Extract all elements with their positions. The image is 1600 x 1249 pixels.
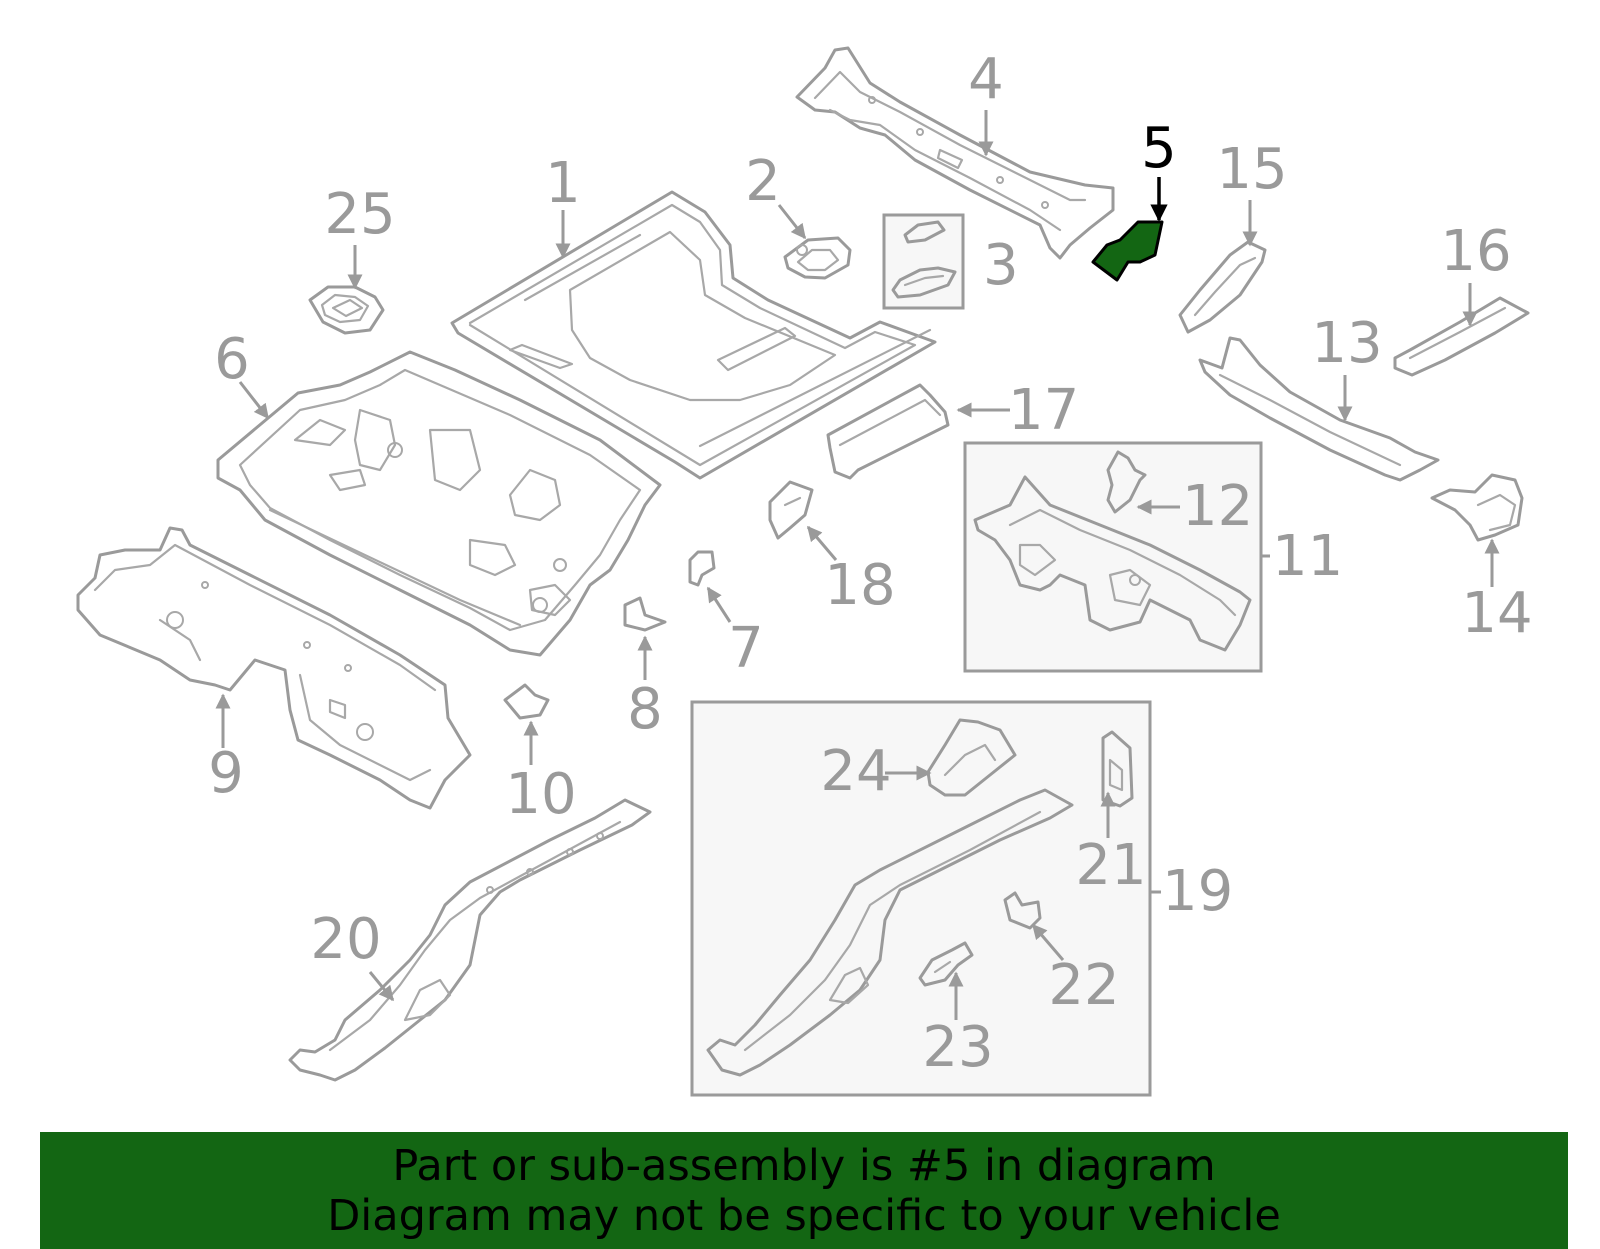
label-22: 22 <box>1048 953 1119 1018</box>
part-5-shape[interactable] <box>1091 220 1164 282</box>
label-6: 6 <box>214 327 250 392</box>
part-11-cross-member-assembly[interactable] <box>973 475 1252 652</box>
part-16-panel[interactable] <box>1393 296 1530 377</box>
callout-labels: 1 2 3 4 5 6 7 8 9 10 11 12 13 14 15 16 1… <box>208 47 1532 1080</box>
label-23: 23 <box>922 1015 993 1080</box>
part-14-bracket[interactable] <box>1430 473 1524 542</box>
label-17: 17 <box>1008 378 1079 443</box>
label-25: 25 <box>324 182 395 247</box>
label-13: 13 <box>1311 311 1382 376</box>
part-23-bracket[interactable] <box>918 941 974 987</box>
arrow-6 <box>238 381 270 420</box>
label-15: 15 <box>1216 137 1287 202</box>
arrow-18 <box>806 525 838 561</box>
label-3: 3 <box>983 233 1019 298</box>
assembly-box-11 <box>963 441 1263 673</box>
label-11: 11 <box>1272 524 1343 589</box>
label-8: 8 <box>627 677 663 742</box>
label-7: 7 <box>728 616 764 681</box>
label-21: 21 <box>1075 833 1146 898</box>
part-6-floor-panel[interactable] <box>216 350 662 657</box>
part-12-bracket[interactable] <box>1106 450 1147 514</box>
part-7-clip[interactable] <box>688 550 716 587</box>
part-8-bracket[interactable] <box>623 596 667 632</box>
label-12: 12 <box>1182 474 1253 539</box>
label-1: 1 <box>545 151 581 216</box>
assembly-box-19 <box>690 700 1152 1097</box>
part-2-bracket[interactable] <box>783 236 852 280</box>
label-19: 19 <box>1162 859 1233 924</box>
arrow-2 <box>777 204 807 240</box>
label-14: 14 <box>1461 581 1532 646</box>
banner-line-2: Diagram may not be specific to your vehi… <box>327 1190 1281 1241</box>
part-5-highlighted[interactable] <box>1091 220 1164 282</box>
part-18-bracket[interactable] <box>768 480 814 540</box>
label-2: 2 <box>745 149 781 214</box>
label-5: 5 <box>1141 116 1177 181</box>
label-20: 20 <box>310 907 381 972</box>
part-13-side-rail[interactable] <box>1198 336 1440 482</box>
label-4: 4 <box>968 47 1004 112</box>
part-17-channel[interactable] <box>826 383 950 480</box>
arrow-20 <box>368 971 395 1002</box>
part-9-lower-cross-member[interactable] <box>76 526 472 810</box>
part-10-bracket[interactable] <box>503 683 550 720</box>
part-3-brackets[interactable] <box>891 220 957 299</box>
info-banner: Part or sub-assembly is #5 in diagram Di… <box>40 1132 1568 1249</box>
part-22-bracket[interactable] <box>1003 891 1042 930</box>
part-20-side-rail[interactable] <box>288 798 652 1082</box>
part-15-bracket[interactable] <box>1178 240 1267 334</box>
part-4-cross-member[interactable] <box>795 46 1115 260</box>
label-10: 10 <box>505 762 576 827</box>
part-19-rail-assembly[interactable] <box>706 788 1074 1077</box>
label-18: 18 <box>824 553 895 618</box>
label-16: 16 <box>1440 219 1511 284</box>
label-24: 24 <box>820 739 891 804</box>
banner-line-1: Part or sub-assembly is #5 in diagram <box>392 1140 1216 1191</box>
arrow-7 <box>706 586 732 623</box>
part-1-rear-floor-pan[interactable] <box>450 190 937 480</box>
part-25-plug[interactable] <box>308 285 385 335</box>
label-9: 9 <box>208 741 244 806</box>
leader-arrows <box>215 110 1500 1020</box>
part-24-bracket[interactable] <box>926 718 1017 797</box>
arrow-22 <box>1031 923 1065 961</box>
